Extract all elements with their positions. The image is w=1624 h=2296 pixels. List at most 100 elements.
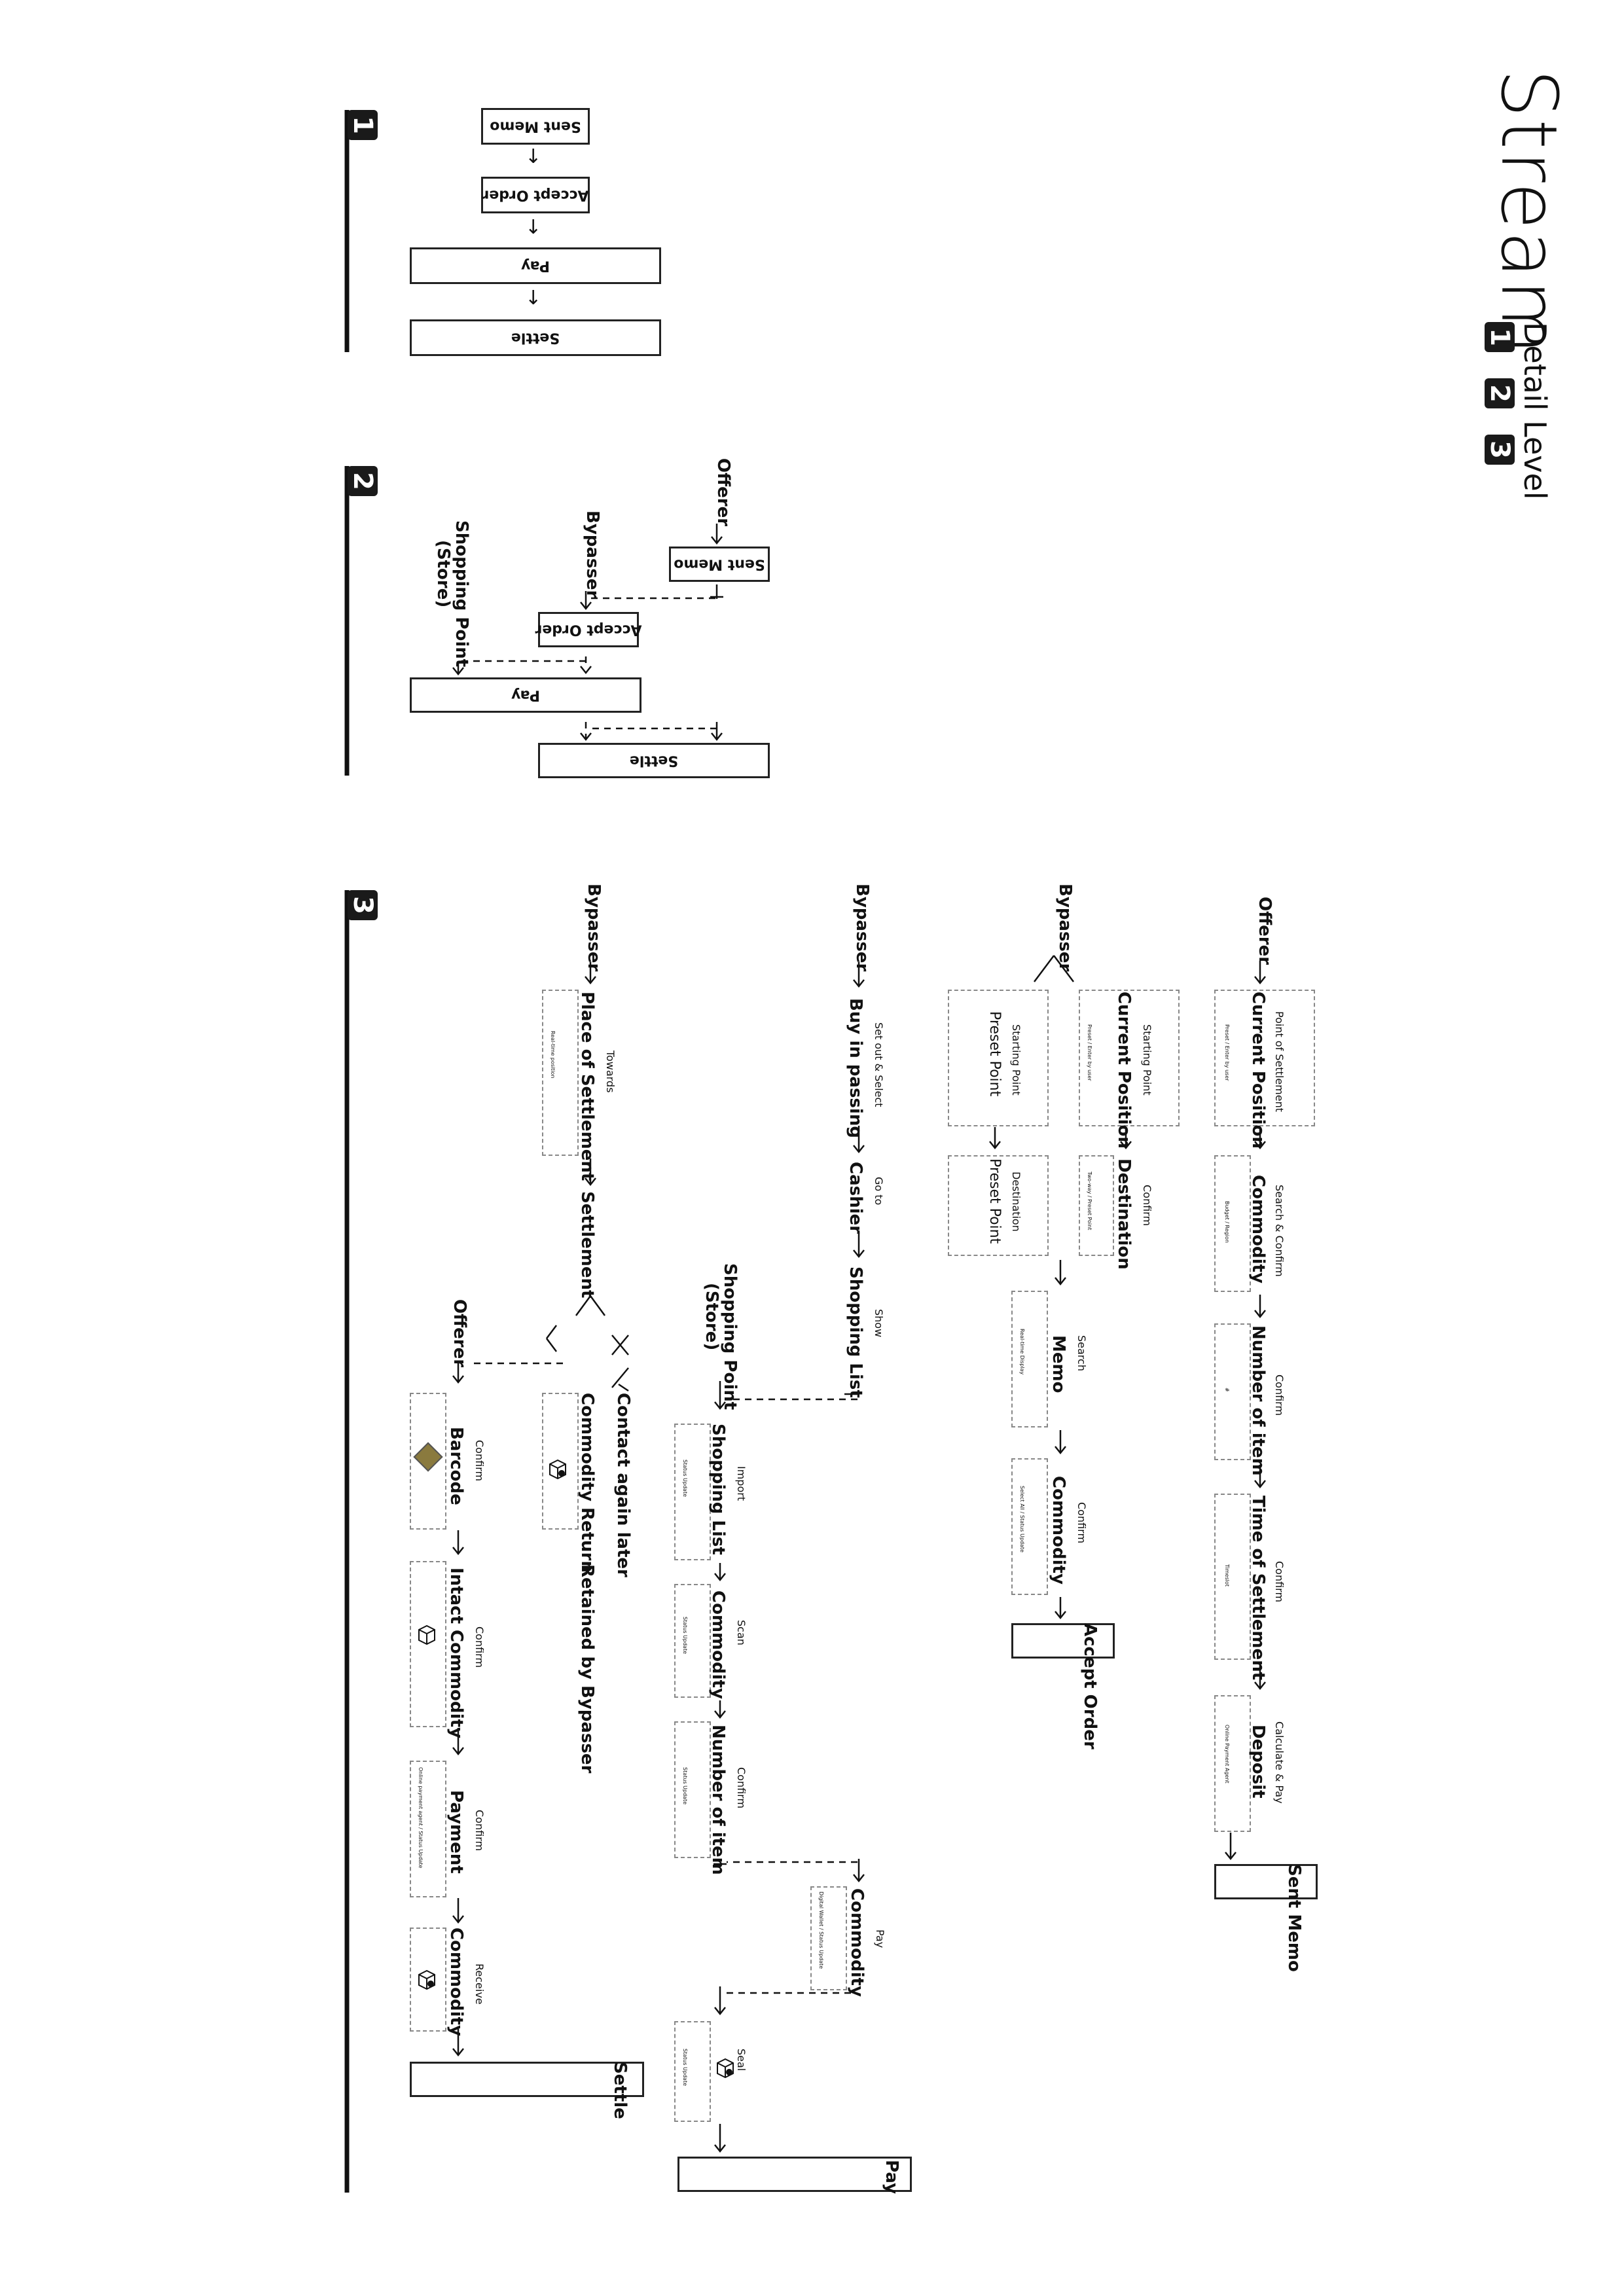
l3-towards-label: Place of Settlement [577, 992, 597, 1181]
l3-payment-detail: Online payment agent / Status Update [418, 1767, 424, 1869]
l1-arrow-1: ↓ [525, 145, 542, 168]
l3-offerer-step-5-caption: Calculate & Pay [1273, 1721, 1286, 1804]
l3-seal-package-icon [717, 2058, 734, 2079]
section-2-badge: 2 [348, 466, 378, 496]
l3-pay-end-box [677, 2157, 912, 2192]
l3-accept-commodity-label: Commodity [1049, 1476, 1068, 1585]
l3-offerer-label: Offerer [1255, 897, 1274, 965]
l3-store-step-3-label: Number of item [708, 1725, 728, 1875]
l3-offerer-step-3-label: Number of item [1248, 1325, 1268, 1476]
l3-receive-label: Commodity [446, 1928, 466, 2036]
l3-starting-b-caption: Starting Point [1010, 1024, 1022, 1096]
l3-destination-a-detail: Two-way / Preset Point [1087, 1172, 1092, 1230]
l3-starting-a-caption: Starting Point [1141, 1024, 1153, 1096]
l3-show-caption: Show [873, 1309, 885, 1338]
l3-destination-b-label: Preset Point [986, 1158, 1003, 1244]
l3-bypasser-accept-label: Bypasser [1055, 884, 1075, 972]
l3-destination-a-caption: Confirm [1141, 1185, 1153, 1227]
l3-offerer-step-4-box [1214, 1494, 1251, 1660]
l3-offerer-step-4-detail: Timeslot [1224, 1564, 1230, 1587]
title-level-2-badge: 2 [1485, 378, 1515, 408]
section-3-badge: 3 [348, 890, 378, 920]
title-sub: Detail Level [1517, 322, 1553, 500]
l3-starting-a-detail: Preset / Enter by user [1087, 1024, 1092, 1081]
l3-intact-caption: Confirm [473, 1626, 486, 1668]
l3-barcode-label: Barcode [446, 1427, 466, 1505]
l3-buy-caption: Set out & Select [873, 1022, 885, 1107]
l3-offerer-sent-memo-label: Sent Memo [1284, 1864, 1304, 1972]
l3-cashier-label: Cashier [846, 1162, 865, 1234]
l3-starting-b-label: Preset Point [986, 1011, 1003, 1097]
l3-settle-offerer-label: Offerer [450, 1299, 469, 1368]
l3-offerer-step-1-caption: Point of Settlement [1273, 1011, 1286, 1112]
l3-destination-b-box [948, 1155, 1049, 1256]
l1-settle-box: Settle [410, 319, 661, 356]
l3-settle-end-label: Settle [610, 2062, 630, 2119]
l3-towards-caption: Towards [604, 1050, 617, 1093]
l3-offerer-step-1-label: Current Position [1248, 992, 1268, 1149]
l2-pay-box: Pay [410, 677, 641, 713]
l3-offerer-step-1-box [1214, 990, 1315, 1126]
l3-store-step-3-caption: Confirm [735, 1767, 748, 1809]
l3-offerer-step-1-detail: Preset / Enter by user [1224, 1024, 1230, 1081]
l3-starting-a-label: Current Position [1114, 992, 1134, 1149]
l2-store-label: (Store) [433, 540, 453, 608]
l3-pay-end-label: Pay [882, 2160, 901, 2195]
l3-offerer-step-3-caption: Confirm [1273, 1374, 1286, 1416]
l3-receive-box [410, 1928, 446, 2032]
l3-memo-caption: Search [1075, 1335, 1088, 1371]
l3-offerer-sent-memo-box [1214, 1864, 1318, 1899]
l3-cashier-caption: Go to [873, 1177, 885, 1206]
l2-shopping-point-label: Shopping Point [452, 520, 471, 668]
l3-offerer-step-3-detail: # [1224, 1388, 1230, 1392]
l2-offerer-label: Offerer [713, 458, 733, 527]
l3-accept-commodity-detail: Select All / Status Update [1019, 1486, 1025, 1552]
l3-accept-commodity-box [1011, 1458, 1048, 1595]
l3-store-actor-line2: (Store) [702, 1283, 721, 1351]
l3-buy-label: Buy in passing [846, 998, 865, 1138]
l3-store-step-1-box [674, 1424, 711, 1560]
l3-settlement-label: Settlement [577, 1191, 597, 1299]
title-level-1-badge: 1 [1485, 322, 1515, 352]
l3-branch-commodity-return-label: Commodity Return [577, 1393, 597, 1573]
l3-barcode-caption: Confirm [473, 1440, 486, 1482]
l3-offerer-step-3-box [1214, 1323, 1251, 1460]
l3-offerer-step-2-detail: Budget / Region [1224, 1201, 1230, 1243]
l3-bypasser-pay-label: Bypasser [852, 884, 872, 972]
l3-destination-b-caption: Destination [1010, 1172, 1022, 1232]
l1-arrow-2: ↓ [525, 216, 542, 239]
l3-offerer-step-5-box [1214, 1695, 1251, 1832]
l3-settle-end-box [410, 2062, 644, 2097]
l3-pay-commodity-label: Commodity [847, 1888, 867, 1997]
l3-store-step-2-caption: Scan [735, 1620, 748, 1645]
l3-memo-label: Memo [1049, 1335, 1068, 1393]
l3-intact-box [410, 1561, 446, 1727]
l3-accept-order-label: Accept Order [1080, 1623, 1100, 1749]
l3-commodity-return-box [542, 1393, 579, 1530]
l3-store-step-1-detail: Status Update [682, 1460, 688, 1498]
l3-accept-order-box [1011, 1623, 1115, 1659]
l3-memo-detail: Real-time Display [1019, 1329, 1025, 1375]
l3-destination-a-label: Destination [1114, 1158, 1134, 1270]
l3-store-step-2-detail: Status Update [682, 1617, 688, 1655]
l1-pay-box: Pay [410, 247, 661, 284]
l3-offerer-step-5-detail: Online Payment Agent [1224, 1725, 1230, 1784]
l3-offerer-step-2-caption: Search & Confirm [1273, 1185, 1286, 1277]
l3-receive-caption: Receive [473, 1964, 486, 2005]
l3-seal-box [674, 2021, 711, 2122]
l3-store-step-3-box [674, 1721, 711, 1858]
l2-settle-box: Settle [538, 743, 770, 778]
l3-memo-box [1011, 1291, 1048, 1427]
l1-accept-order-box: Accept Order [481, 177, 590, 213]
l3-towards-box [542, 990, 579, 1156]
l3-store-step-2-box [674, 1584, 711, 1698]
l3-bypasser-settle-label: Bypasser [584, 884, 604, 972]
l3-starting-b-box [948, 990, 1049, 1126]
l3-destination-a-box [1079, 1155, 1114, 1256]
l2-sent-memo-box: Sent Memo [669, 547, 770, 582]
l2-bypasser-label: Bypasser [583, 511, 602, 599]
title-level-3-badge: 3 [1485, 435, 1515, 465]
l3-offerer-step-2-box [1214, 1155, 1251, 1292]
l3-store-step-3-detail: Status Update [682, 1767, 688, 1805]
